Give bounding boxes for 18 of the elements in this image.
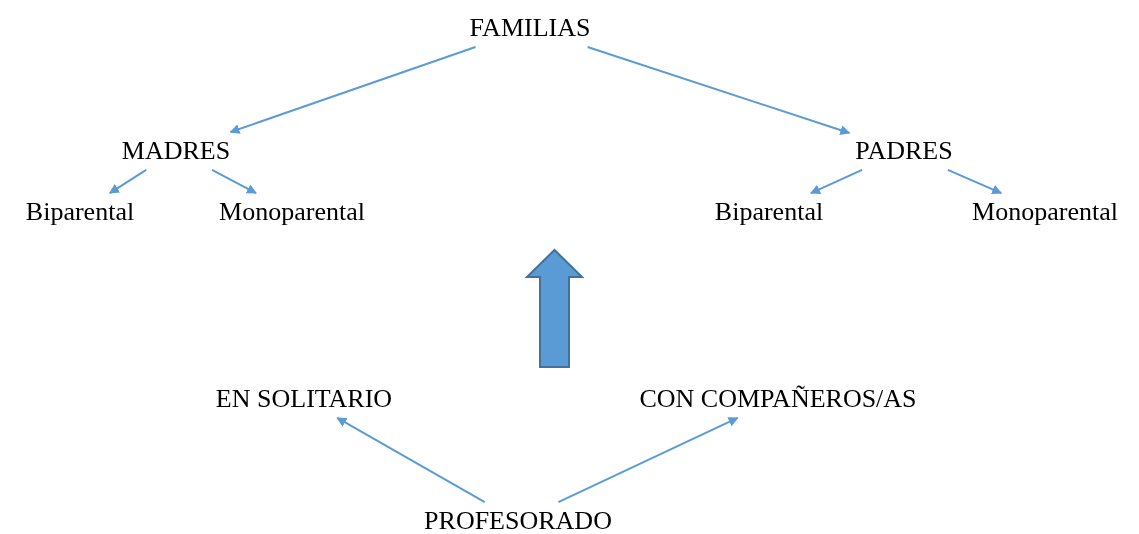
node-label: MADRES	[119, 136, 233, 166]
arrow	[557, 416, 739, 504]
node-label: Monoparental	[970, 197, 1120, 227]
node-label: CON COMPAÑEROS/AS	[637, 384, 919, 414]
node-label: PADRES	[853, 136, 955, 166]
node-label: FAMILIAS	[467, 13, 593, 43]
node-label: Biparental	[712, 197, 826, 227]
node-label: Monoparental	[217, 197, 367, 227]
arrow	[946, 168, 1003, 195]
node-label: EN SOLITARIO	[213, 384, 395, 414]
arrow	[211, 168, 257, 195]
node-label: PROFESORADO	[422, 506, 614, 534]
node-label: Biparental	[23, 197, 137, 227]
arrow	[586, 45, 851, 135]
arrow	[229, 45, 477, 134]
arrow	[108, 168, 148, 195]
arrow	[809, 168, 864, 195]
arrow	[336, 416, 486, 504]
